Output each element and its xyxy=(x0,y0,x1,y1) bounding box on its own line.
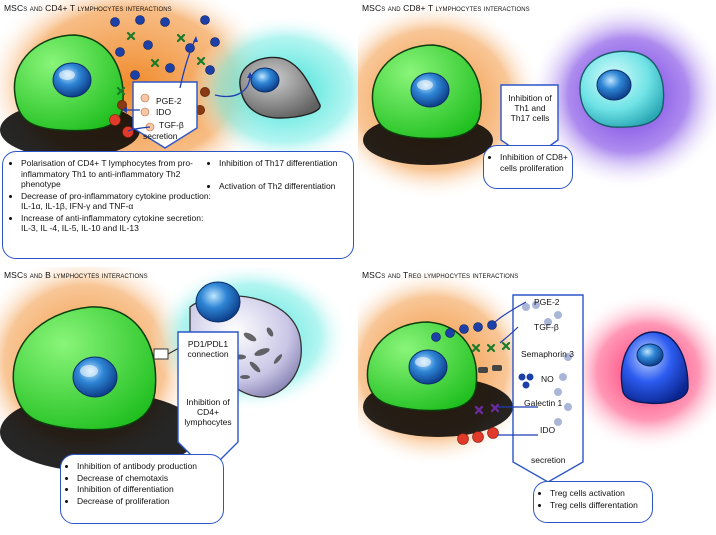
effects-box: Polarisation of CD4+ T lymphocytes from … xyxy=(2,151,354,259)
factor-label-no: NO xyxy=(541,374,554,384)
msc-nucleus xyxy=(52,62,92,98)
effect-item: Activation of Th2 differentiation xyxy=(219,181,345,192)
effects-box: Treg cells activation Treg cells differe… xyxy=(533,481,653,523)
panel-cd4: MSCs and CD4+ T lymphocytes interactions… xyxy=(0,0,358,267)
effect-item: Decrease of proliferation xyxy=(77,496,227,507)
effect-item: Inhibition of antibody production xyxy=(77,461,227,472)
panel-treg: MSCs and Treg lymphocytes interactions P… xyxy=(358,267,716,534)
effects-box: Inhibition of antibody production Decrea… xyxy=(60,454,224,524)
panel-title: MSCs and CD8+ T lymphocytes interactions xyxy=(362,3,530,13)
factor-label-ido: IDO xyxy=(540,425,556,435)
treg-art xyxy=(358,267,716,483)
ido-molecule xyxy=(117,87,210,115)
factor-label-semaphorin: Semaphorin 3 xyxy=(521,349,574,359)
factor-label-tgfb: TGF-β xyxy=(159,120,184,130)
factor-label-tgfb: TGF-β xyxy=(534,322,559,332)
arrow-text: Inhibition of Th1 and Th17 cells xyxy=(508,93,552,123)
panel-title: MSCs and Treg lymphocytes interactions xyxy=(362,270,519,280)
connection-text: PD1/PDL1 connection xyxy=(187,339,229,359)
factor-label-ido: IDO xyxy=(156,107,172,117)
effect-item: Treg cells activation xyxy=(550,488,660,499)
panel-b: MSCs and B lymphocytes interactions PD1/… xyxy=(0,267,358,534)
panel-cd8: MSCs and CD8+ T lymphocytes interactions… xyxy=(358,0,716,267)
effect-item: Inhibition of differentiation xyxy=(77,484,227,495)
effect-item: Inhibition of Th17 differentiation xyxy=(219,158,345,169)
factor-label-pge2: PGE-2 xyxy=(156,96,182,106)
panel-title: MSCs and B lymphocytes interactions xyxy=(4,270,148,280)
effect-item: Decrease of pro-inflammatory cytokine pr… xyxy=(21,191,211,212)
cd8-art xyxy=(358,0,716,200)
effect-item: Polarisation of CD4+ T lymphocytes from … xyxy=(21,158,211,190)
factor-label-pge2: PGE-2 xyxy=(534,297,560,307)
cd4-art xyxy=(0,0,358,195)
factor-label-galectin: Galectin 1 xyxy=(524,398,563,408)
factor-label-secretion: secretion xyxy=(531,455,566,465)
effect-item: Increase of anti-inflammatory cytokine s… xyxy=(21,213,211,234)
factor-label-secretion: secretion xyxy=(143,131,178,141)
effect-item: Decrease of chemotaxis xyxy=(77,473,227,484)
effect-item: Inhibition of CD8+ cells proliferation xyxy=(500,152,580,173)
effects-box: Inhibition of CD8+ cells proliferation xyxy=(483,145,573,189)
panel-title: MSCs and CD4+ T lymphocytes interactions xyxy=(4,3,172,13)
arrow-text: Inhibition of CD4+ lymphocytes xyxy=(184,397,232,427)
b-art xyxy=(0,267,350,473)
effect-item: Treg cells differentation xyxy=(550,500,660,511)
